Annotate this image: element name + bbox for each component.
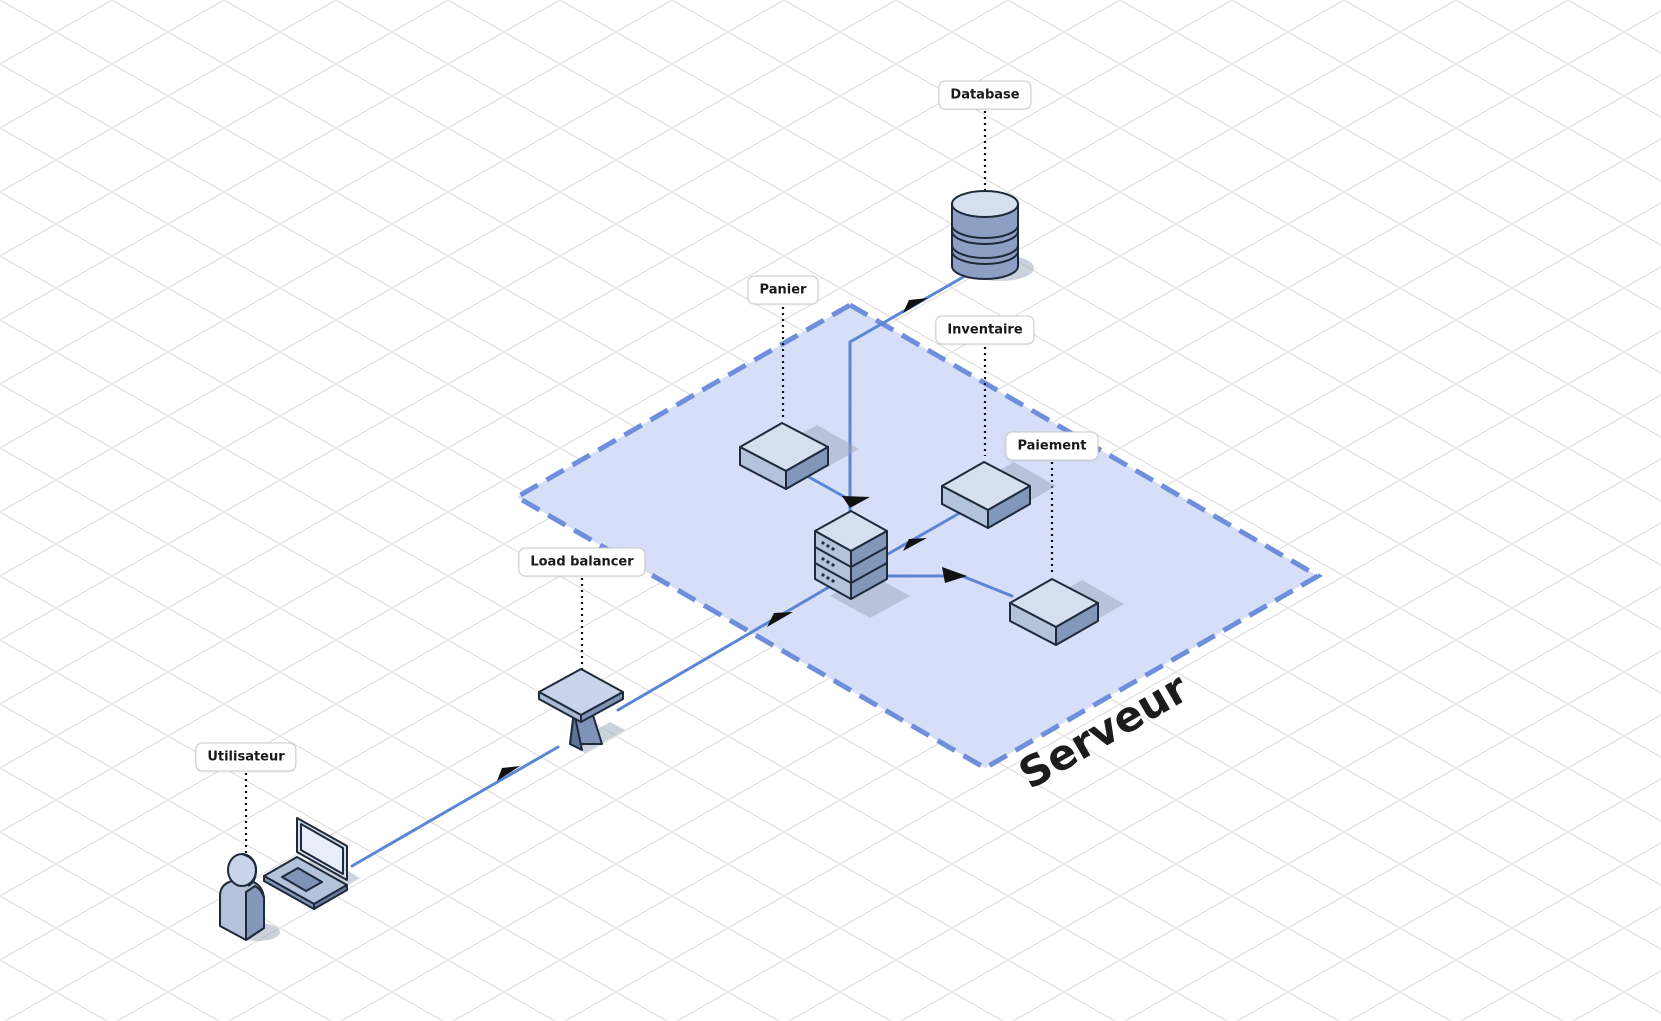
connector-lb-server	[616, 574, 850, 712]
label-load-balancer: Load balancer	[518, 547, 646, 577]
label-panier: Panier	[747, 275, 819, 305]
arrow-head-icon	[903, 298, 928, 313]
label-database: Database	[938, 80, 1032, 110]
server-rack-icon	[814, 510, 910, 618]
user-icon	[219, 853, 280, 941]
arrow-heads	[497, 298, 967, 781]
arrow-head-icon	[497, 766, 520, 781]
label-paiement: Paiement	[1005, 431, 1099, 461]
arrow-head-icon	[903, 538, 927, 551]
connector-server-database	[848, 274, 967, 520]
microservice-box-icon	[1009, 578, 1124, 646]
leader-lines	[244, 111, 1054, 860]
laptop-icon	[263, 817, 360, 910]
arrow-head-icon	[842, 496, 870, 508]
connector-inventaire-server	[886, 508, 967, 556]
load-balancer-icon	[538, 668, 625, 753]
microservice-box-icon	[739, 422, 859, 490]
label-inventaire: Inventaire	[935, 315, 1035, 345]
microservice-box-icon	[941, 461, 1056, 529]
database-icon	[951, 190, 1034, 281]
arrow-head-icon	[942, 567, 967, 583]
connector-laptop-lb	[350, 745, 560, 868]
arrow-head-icon	[767, 612, 793, 627]
label-utilisateur: Utilisateur	[195, 742, 297, 772]
